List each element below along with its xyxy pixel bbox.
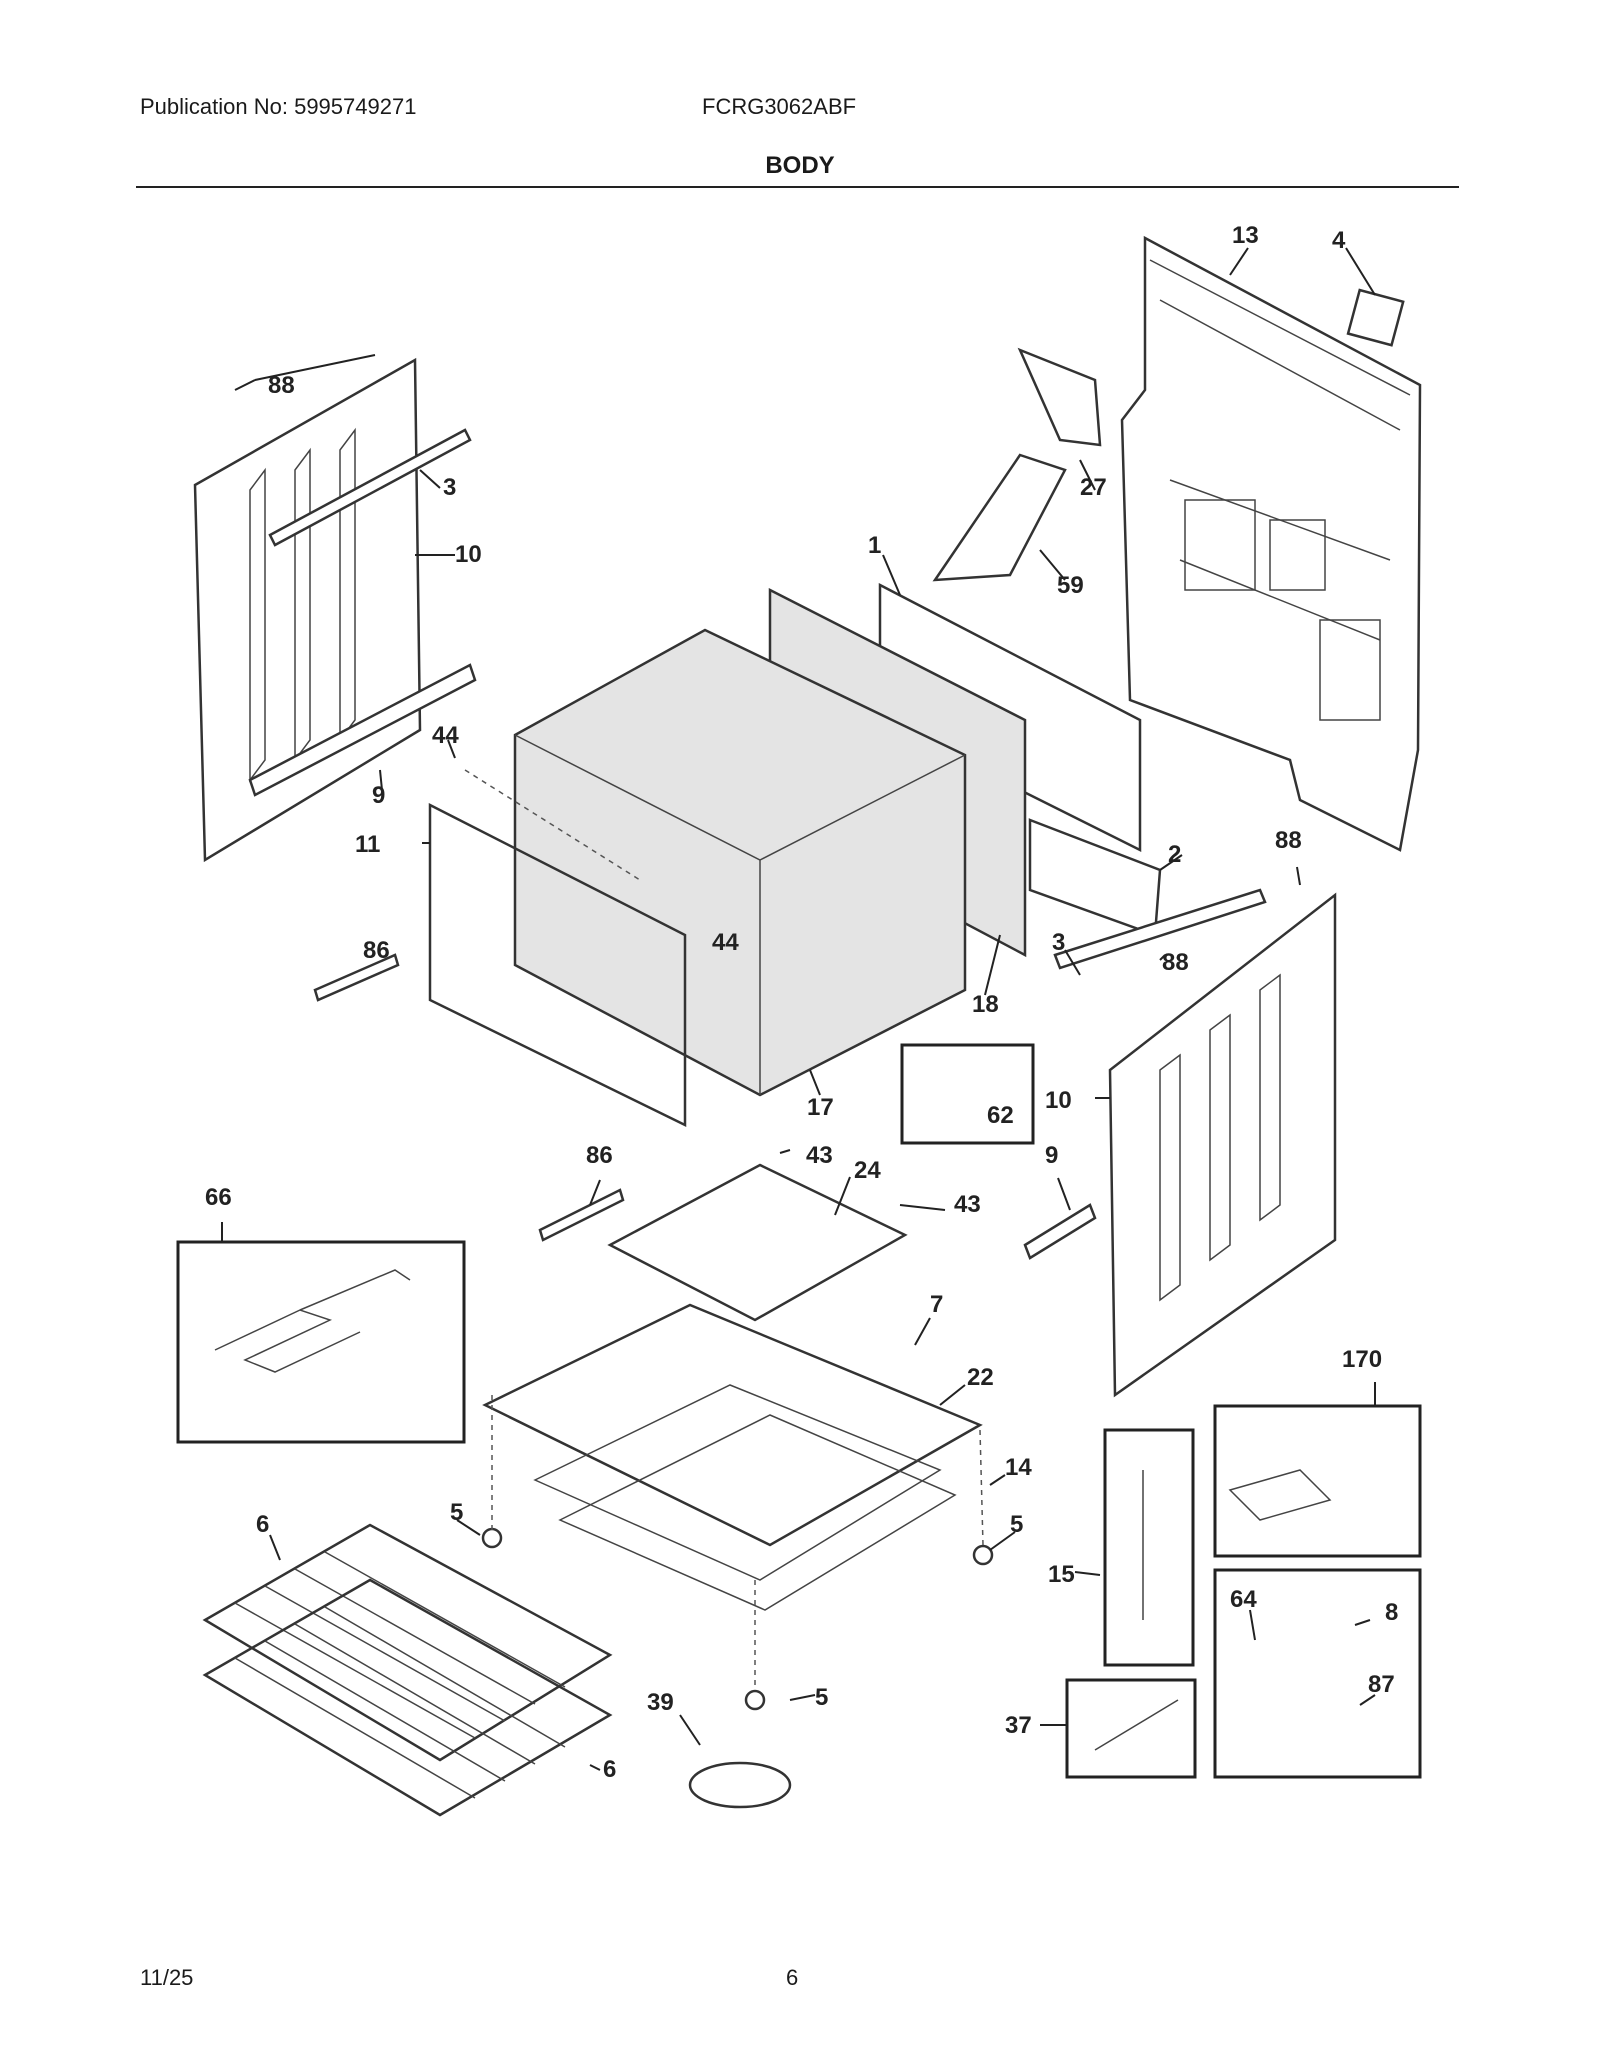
right-rail-3-part: [1053, 888, 1267, 970]
page-number: 6: [786, 1965, 799, 1990]
rear-panel-part: [1120, 235, 1422, 852]
callout-24: 24: [854, 1157, 881, 1184]
hardware-box: [1213, 1568, 1422, 1779]
callout-88: 88: [1275, 827, 1302, 854]
callout-43: 43: [954, 1191, 981, 1218]
door-gasket-part: [428, 802, 687, 1128]
callout-8: 8: [1385, 1599, 1398, 1626]
anti-tip-170-box: [1213, 1404, 1422, 1558]
callout-6: 6: [256, 1511, 269, 1538]
leveling-leg-front-part: [744, 1689, 766, 1711]
temp-sensor-part: [1094, 1699, 1179, 1751]
instruction-sheet-part: [1228, 1469, 1332, 1521]
model-number: FCRG3062ABF: [702, 94, 857, 119]
callout-87: 87: [1368, 1671, 1395, 1698]
callout-64: 64: [1230, 1586, 1257, 1613]
callout-5: 5: [815, 1684, 828, 1711]
right-side-panel-part: [1108, 892, 1337, 1398]
callout-3: 3: [1052, 929, 1065, 956]
left-slide-9-part: [248, 663, 477, 797]
callout-88: 88: [1162, 949, 1189, 976]
hinge-86-lower-part: [538, 1188, 625, 1242]
callout-17: 17: [807, 1094, 834, 1121]
callout-4: 4: [1332, 227, 1346, 254]
leveling-leg-left-part: [481, 1527, 503, 1549]
page-title: BODY: [765, 152, 835, 179]
oven-rack-upper-part: [202, 1523, 613, 1762]
leveling-leg-right-part: [972, 1544, 994, 1566]
oven-base-assembly-part: [482, 1303, 983, 1611]
callout-66: 66: [205, 1184, 232, 1211]
callout-170: 170: [1342, 1346, 1382, 1373]
callout-11: 11: [355, 831, 380, 858]
callout-9: 9: [1045, 1142, 1058, 1169]
oven-rack-lower-part: [202, 1578, 613, 1817]
duct-27-part: [1017, 347, 1102, 447]
publication-number: Publication No: 5995749271: [140, 94, 417, 119]
callout-88: 88: [268, 372, 295, 399]
callout-27: 27: [1080, 474, 1107, 501]
callout-22: 22: [967, 1364, 994, 1391]
igniter-15-box: [1103, 1428, 1195, 1667]
callout-14: 14: [1005, 1454, 1032, 1481]
switch-62-box: [900, 1043, 1035, 1145]
callout-13: 13: [1232, 222, 1259, 249]
callout-44: 44: [432, 722, 459, 749]
callout-7: 7: [930, 1291, 943, 1318]
broil-pan-part: [607, 1163, 908, 1322]
callout-6: 6: [603, 1756, 616, 1783]
left-rail-3-part: [268, 428, 472, 547]
bake-element-part: [214, 1269, 411, 1373]
callout-62: 62: [987, 1102, 1014, 1129]
footer-date: 11/25: [140, 1965, 194, 1990]
hinge-86-upper-part: [313, 953, 400, 1002]
callout-86: 86: [586, 1142, 613, 1169]
right-slide-9-part: [1023, 1203, 1097, 1260]
cover-plate-part: [1346, 288, 1405, 347]
callout-37: 37: [1005, 1712, 1032, 1739]
duct-59-part: [932, 453, 1067, 582]
callout-59: 59: [1057, 572, 1084, 599]
bake-element-box: [176, 1240, 466, 1444]
callout-2: 2: [1168, 841, 1181, 868]
callout-43: 43: [806, 1142, 833, 1169]
oven-cavity-part: [513, 628, 967, 1097]
callout-18: 18: [972, 991, 999, 1018]
header-divider: [136, 186, 1459, 188]
callout-3: 3: [443, 474, 456, 501]
callout-10: 10: [1045, 1087, 1072, 1114]
callout-39: 39: [647, 1689, 674, 1716]
callout-86: 86: [363, 937, 390, 964]
callout-15: 15: [1048, 1561, 1075, 1588]
callout-5: 5: [1010, 1511, 1023, 1538]
callout-5: 5: [450, 1499, 463, 1526]
callout-10: 10: [455, 541, 482, 568]
left-side-panel-part: [193, 357, 422, 863]
oven-burner-part: [688, 1761, 792, 1809]
callout-44: 44: [712, 929, 739, 956]
callout-9: 9: [372, 782, 385, 809]
callout-1: 1: [868, 532, 881, 559]
